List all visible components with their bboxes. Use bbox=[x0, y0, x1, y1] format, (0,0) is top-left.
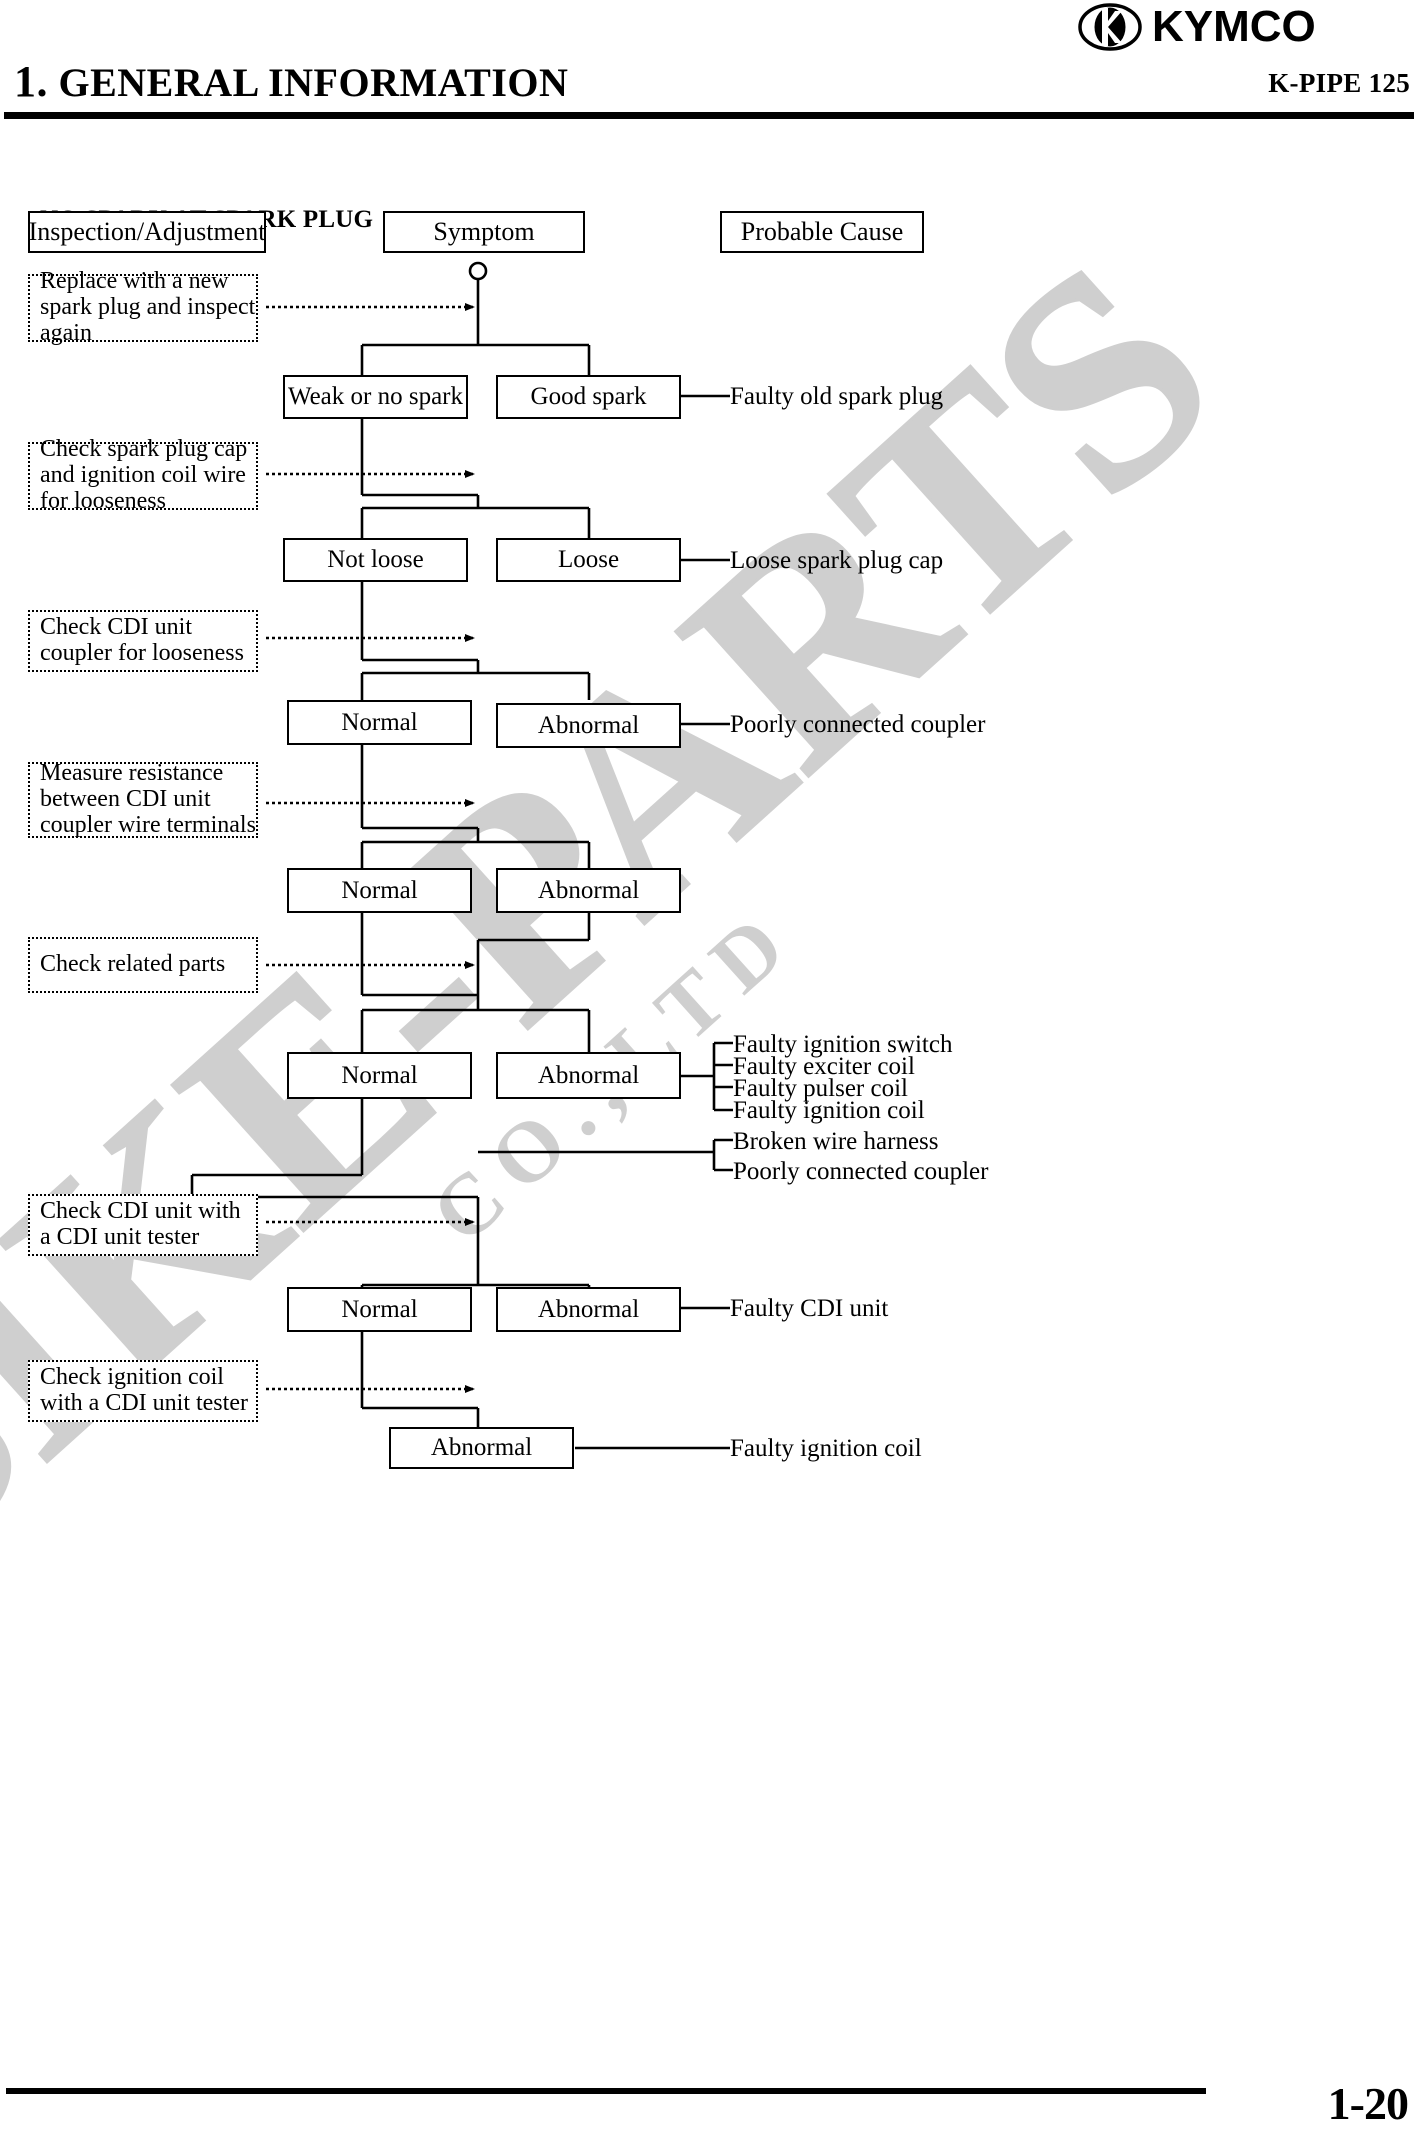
symptom-label: Loose bbox=[557, 546, 620, 573]
symptom-node-good-spark: Good spark bbox=[496, 375, 681, 419]
symptom-node-normal-3: Normal bbox=[287, 700, 472, 745]
symptom-node-normal-4: Normal bbox=[287, 868, 472, 913]
cause-label-faulty-exciter-coil: Faulty exciter coil bbox=[733, 1053, 915, 1081]
symptom-label: Abnormal bbox=[537, 876, 640, 904]
cause-text: Poorly connected coupler bbox=[730, 711, 986, 738]
instruction-label: Check CDI unit with a CDI unit tester bbox=[40, 1198, 241, 1250]
column-header-probable-cause-label: Probable Cause bbox=[740, 217, 904, 246]
symptom-label: Not loose bbox=[327, 546, 424, 573]
kymco-logo: KYMCO bbox=[1078, 2, 1316, 52]
symptom-node-not-loose: Not loose bbox=[283, 538, 468, 582]
cause-label-loose-spark-plug-cap: Loose spark plug cap bbox=[730, 547, 943, 575]
cause-text: Faulty ignition coil bbox=[733, 1097, 925, 1124]
cause-text: Faulty CDI unit bbox=[730, 1295, 889, 1322]
instruction-box-replace-spark-plug: Replace with a new spark plug and inspec… bbox=[28, 268, 258, 346]
cause-label-faulty-cdi-unit: Faulty CDI unit bbox=[730, 1295, 888, 1323]
instruction-label: Check CDI unit coupler for looseness bbox=[40, 614, 244, 666]
cause-text: Faulty exciter coil bbox=[733, 1053, 915, 1080]
chapter-title: GENERAL INFORMATION bbox=[58, 60, 569, 105]
instruction-label: Check related parts bbox=[40, 951, 226, 978]
symptom-node-abnormal-5: Abnormal bbox=[496, 1052, 681, 1099]
instruction-box-check-related-parts: Check related parts bbox=[28, 937, 258, 993]
symptom-node-weak-or-no-spark: Weak or no spark bbox=[283, 375, 468, 419]
cause-label-faulty-ignition-coil-1: Faulty ignition coil bbox=[733, 1097, 925, 1125]
page-title: 1. GENERAL INFORMATION bbox=[14, 56, 568, 107]
instruction-box-check-cdi-unit: Check CDI unit with a CDI unit tester bbox=[28, 1194, 258, 1256]
instruction-box-check-ignition-coil: Check ignition coil with a CDI unit test… bbox=[28, 1360, 258, 1422]
symptom-node-abnormal-3: Abnormal bbox=[496, 703, 681, 748]
column-header-inspection-label: Inspection/Adjustment bbox=[28, 217, 266, 246]
instruction-box-check-plug-cap: Check spark plug cap and ignition coil w… bbox=[28, 436, 258, 514]
symptom-label: Normal bbox=[341, 876, 418, 904]
symptom-node-loose: Loose bbox=[496, 538, 681, 582]
kymco-oval-k-logo-icon bbox=[1078, 3, 1142, 51]
symptom-label: Abnormal bbox=[537, 711, 640, 739]
instruction-label: Measure resistance between CDI unit coup… bbox=[40, 760, 256, 838]
instruction-box-check-cdi-coupler: Check CDI unit coupler for looseness bbox=[28, 610, 258, 672]
cause-label-broken-wire-harness: Broken wire harness bbox=[733, 1128, 939, 1156]
kymco-wordmark: KYMCO bbox=[1152, 2, 1316, 51]
cause-text: Poorly connected coupler bbox=[733, 1158, 989, 1185]
column-header-symptom-label: Symptom bbox=[433, 217, 535, 246]
instruction-label: Replace with a new spark plug and inspec… bbox=[40, 268, 256, 346]
column-header-symptom: Symptom bbox=[383, 211, 585, 253]
footer-divider bbox=[6, 2088, 1206, 2094]
symptom-label: Normal bbox=[341, 708, 418, 736]
symptom-label: Good spark bbox=[530, 383, 647, 410]
cause-text: Faulty old spark plug bbox=[730, 383, 944, 410]
symptom-label: Weak or no spark bbox=[287, 383, 463, 410]
cause-text: Faulty ignition coil bbox=[730, 1435, 922, 1462]
symptom-node-abnormal-4: Abnormal bbox=[496, 868, 681, 913]
cause-text: Broken wire harness bbox=[733, 1128, 939, 1155]
symptom-node-normal-6: Normal bbox=[287, 1287, 472, 1332]
column-header-probable-cause: Probable Cause bbox=[720, 211, 924, 253]
cause-label-poorly-connected-coupler-2: Poorly connected coupler bbox=[733, 1158, 988, 1186]
symptom-label: Normal bbox=[341, 1061, 418, 1089]
symptom-label: Normal bbox=[341, 1295, 418, 1323]
symptom-node-abnormal-6: Abnormal bbox=[496, 1287, 681, 1332]
instruction-box-measure-resistance: Measure resistance between CDI unit coup… bbox=[28, 760, 258, 838]
cause-label-faulty-old-spark-plug: Faulty old spark plug bbox=[730, 383, 943, 411]
cause-label-poorly-connected-coupler-3: Poorly connected coupler bbox=[730, 711, 985, 739]
symptom-node-normal-5: Normal bbox=[287, 1052, 472, 1099]
cause-label-faulty-ignition-switch: Faulty ignition switch bbox=[733, 1031, 952, 1059]
symptom-label: Abnormal bbox=[537, 1061, 640, 1089]
cause-text: Loose spark plug cap bbox=[730, 547, 944, 574]
chapter-number: 1. bbox=[14, 57, 48, 106]
column-header-inspection: Inspection/Adjustment bbox=[28, 211, 266, 253]
symptom-label: Abnormal bbox=[430, 1434, 533, 1461]
model-name: K-PIPE 125 bbox=[1268, 68, 1410, 98]
page-number: 1-20 bbox=[1327, 2078, 1409, 2129]
symptom-node-abnormal-7: Abnormal bbox=[389, 1427, 574, 1469]
cause-text: Faulty ignition switch bbox=[733, 1031, 953, 1058]
instruction-label: Check spark plug cap and ignition coil w… bbox=[40, 436, 248, 514]
symptom-label: Abnormal bbox=[537, 1295, 640, 1323]
instruction-label: Check ignition coil with a CDI unit test… bbox=[40, 1364, 248, 1416]
cause-text: Faulty pulser coil bbox=[733, 1075, 908, 1102]
cause-label-faulty-ignition-coil-2: Faulty ignition coil bbox=[730, 1435, 922, 1463]
header-divider bbox=[4, 112, 1414, 119]
cause-label-faulty-pulser-coil: Faulty pulser coil bbox=[733, 1075, 908, 1103]
